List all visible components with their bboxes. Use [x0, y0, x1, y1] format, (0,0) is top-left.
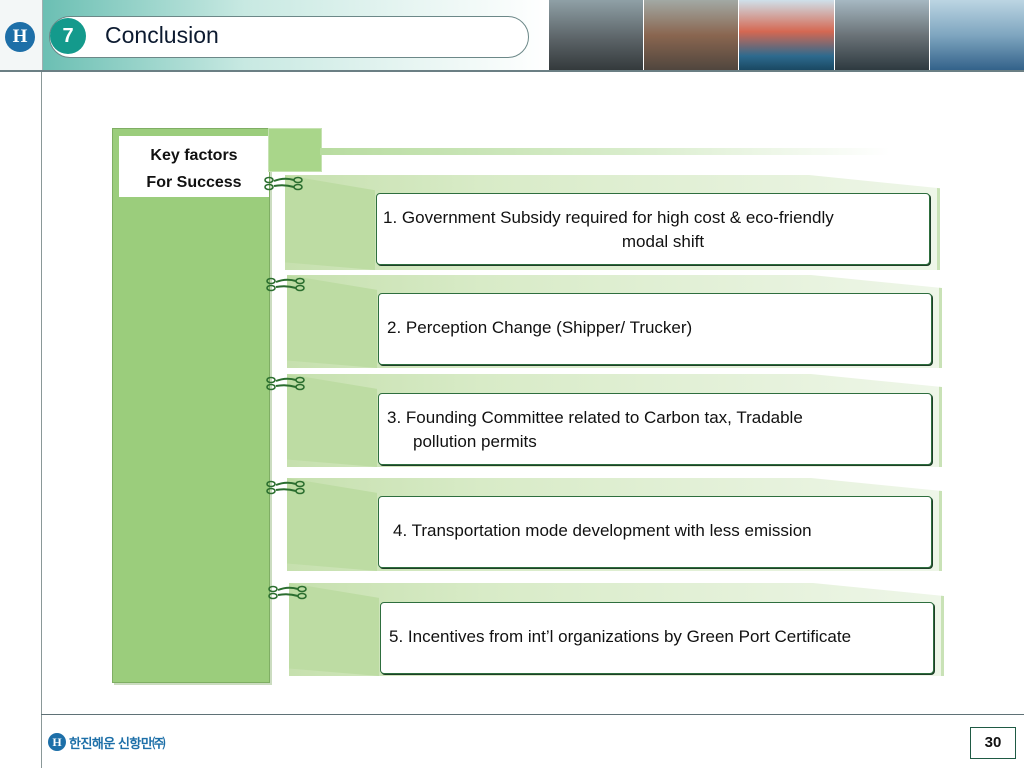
company-logo-icon: H: [5, 22, 35, 52]
factor-card-2: 2. Perception Change (Shipper/ Trucker): [378, 293, 932, 365]
factor-text-line1: 4. Transportation mode development with …: [393, 521, 812, 540]
factor-card-5: 5. Incentives from int’l organizations b…: [380, 602, 934, 674]
page-number-box: 30: [970, 727, 1016, 759]
bridge-photo: [833, 0, 929, 70]
container-crane-photo: [643, 0, 739, 70]
company-logo-area: H: [0, 0, 43, 72]
factor-card-3: 3. Founding Committee related to Carbon …: [378, 393, 932, 465]
chain-link-icon: [266, 277, 305, 292]
column-top-tab: [268, 128, 322, 172]
port-crane-photo: [548, 0, 644, 70]
column-top-bar: [320, 148, 890, 155]
footer-logo-icon: H: [48, 733, 66, 751]
chain-link-icon: [268, 585, 307, 600]
key-factors-column: [112, 128, 270, 683]
factor-text-line2: pollution permits: [413, 432, 537, 451]
factor-slab-face: [285, 175, 375, 270]
factor-card-4: 4. Transportation mode development with …: [378, 496, 932, 568]
factor-text-line1: 5. Incentives from int’l organizations b…: [389, 627, 852, 646]
section-number-badge: 7: [50, 18, 86, 54]
ship-at-sea-photo: [928, 0, 1024, 70]
slide-title: Conclusion: [105, 22, 219, 48]
chain-link-icon: [266, 376, 305, 391]
left-margin-rule: [41, 72, 42, 768]
footer-company-name: 한진해운 신항만㈜: [69, 735, 165, 751]
header-divider: [0, 70, 1024, 72]
container-ship-photo: [738, 0, 834, 70]
chain-link-icon: [264, 176, 303, 191]
footer-company-logo: H 한진해운 신항만㈜: [48, 732, 165, 752]
factor-text-line1: 2. Perception Change (Shipper/ Trucker): [387, 318, 693, 337]
key-factors-label-line2: For Success: [146, 174, 242, 191]
title-pill: [49, 16, 529, 58]
slide-header: H 7 Conclusion: [0, 0, 1024, 72]
header-photo-strip: [548, 0, 1024, 70]
factor-text-line1: 3. Founding Committee related to Carbon …: [387, 408, 803, 427]
page-number: 30: [984, 734, 1002, 751]
chain-link-icon: [266, 480, 305, 495]
factor-card-1: 1. Government Subsidy required for high …: [376, 193, 930, 265]
key-factors-label-line1: Key factors: [150, 147, 238, 164]
factor-text-line2: modal shift: [621, 232, 705, 251]
footer-divider: [41, 714, 1024, 715]
factor-text-line1: 1. Government Subsidy required for high …: [383, 208, 834, 227]
key-factors-label-box: Key factors For Success: [119, 136, 269, 197]
